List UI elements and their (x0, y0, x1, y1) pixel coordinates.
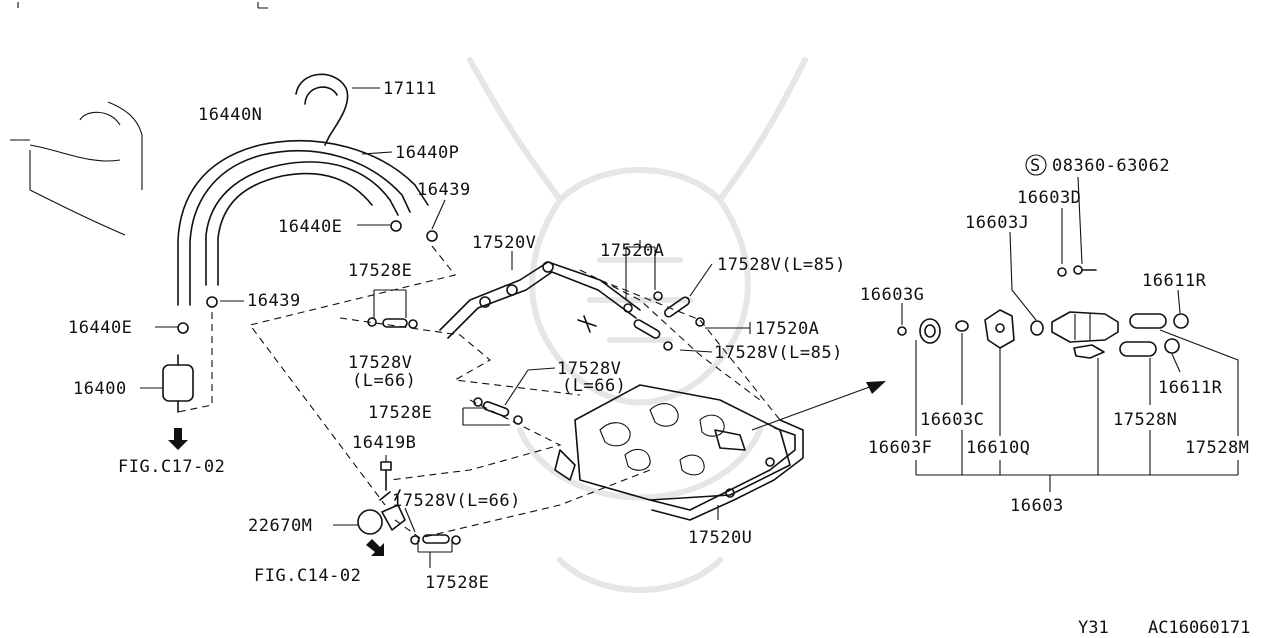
hose-17528V-upper-right (623, 291, 705, 351)
hose-17528N (1119, 341, 1157, 357)
fuel-tube-17520U (649, 419, 804, 521)
label-16611R-upper: 16611R (1142, 271, 1207, 291)
fuel-rail-17520V (439, 261, 641, 339)
leader-lines-exploded-view (901, 176, 1239, 492)
label-17520V: 17520V (472, 233, 536, 253)
label-17528V-left-length: (L=66) (352, 371, 416, 391)
frame-corner-marks (17, 2, 268, 9)
clamp-16439-upper (426, 230, 438, 242)
label-17520U: 17520U (688, 528, 752, 548)
bracket-16610Q (984, 309, 1015, 349)
o-ring-16603G (897, 326, 907, 336)
injector-assembly-16603 (897, 265, 1189, 359)
part-labels: 17111 16440N 16440P 16439 16440E 16439 1… (68, 79, 1249, 593)
arrow-to-exploded-view (751, 381, 886, 431)
spacer-16603C (955, 320, 969, 332)
label-17528N: 17528N (1113, 410, 1177, 430)
fuel-filter-16400 (162, 354, 194, 413)
label-16603: 16603 (1010, 496, 1064, 516)
label-16439-lower: 16439 (247, 291, 301, 311)
pressure-regulator-22670M (357, 489, 406, 535)
label-17528M: 17528M (1185, 438, 1249, 458)
tube-16440P (205, 161, 399, 286)
label-17528V-L85-lower: 17528V(L=85) (714, 343, 843, 363)
label-16400: 16400 (73, 379, 127, 399)
intake-manifold (554, 384, 791, 501)
clamp-16439-lower (206, 296, 218, 308)
tube-16440N (177, 139, 429, 306)
label-17528E-lower: 17528E (425, 573, 489, 593)
footer-model: Y31 (1078, 618, 1109, 638)
label-08360-63062: 08360-63062 (1052, 156, 1170, 176)
cap-16611R-lower (1164, 338, 1180, 354)
label-16611R-lower: 16611R (1158, 378, 1223, 398)
label-17528E-middle: 17528E (368, 403, 432, 423)
bolt-16419B (380, 461, 392, 491)
label-17528E-upper: 17528E (348, 261, 412, 281)
label-16603C: 16603C (920, 410, 984, 430)
standard-part-marker: S (1025, 154, 1047, 176)
washer-16603J (1030, 320, 1044, 336)
arrow-to-fig-c14-02 (366, 539, 384, 556)
seal-16603F (919, 318, 941, 344)
label-16440P: 16440P (395, 143, 459, 163)
label-16419B: 16419B (352, 433, 416, 453)
bolt-16603D (1057, 265, 1097, 277)
hose-17528M (1129, 313, 1167, 329)
label-17111: 17111 (383, 79, 437, 99)
label-17528V-middle: 17528V (557, 359, 621, 379)
footer-code: AC16060171 (1148, 618, 1250, 638)
label-17528V-left: 17528V (348, 353, 412, 373)
engine-outline-fragment (10, 101, 143, 236)
label-fig-c14-02: FIG.C14-02 (254, 566, 361, 586)
arrow-to-fig-c17-02 (168, 428, 188, 450)
label-17520A-lower: 17520A (755, 319, 819, 339)
hose-17528V-middle (473, 397, 523, 425)
clamp-16440E-upper (390, 220, 402, 232)
label-16440N: 16440N (198, 105, 262, 125)
hose-17528V-upper-left (367, 317, 418, 329)
label-16610Q: 16610Q (966, 438, 1030, 458)
label-16439-upper: 16439 (417, 180, 471, 200)
label-16603J: 16603J (965, 213, 1029, 233)
label-16440E-upper: 16440E (278, 217, 342, 237)
label-16603F: 16603F (868, 438, 932, 458)
standard-part-marker-label: S (1030, 156, 1041, 176)
leader-lines-left (140, 87, 751, 568)
label-16603D: 16603D (1017, 188, 1081, 208)
cap-16611R-upper (1173, 313, 1189, 329)
label-17520A-upper: 17520A (600, 241, 664, 261)
label-22670M: 22670M (248, 516, 312, 536)
label-17528V-L85-upper: 17528V(L=85) (717, 255, 846, 275)
label-17528V-middle-length: (L=66) (562, 376, 626, 396)
injector-body (1051, 311, 1119, 359)
label-16603G: 16603G (860, 285, 924, 305)
hose-17111 (295, 73, 349, 146)
label-fig-c17-02: FIG.C17-02 (118, 457, 225, 477)
footer: Y31 AC16060171 (1078, 618, 1250, 638)
label-16440E-lower: 16440E (68, 318, 132, 338)
clamp-16440E-lower (177, 322, 189, 334)
label-17528V-L66-lower: 17528V(L=66) (392, 491, 521, 511)
